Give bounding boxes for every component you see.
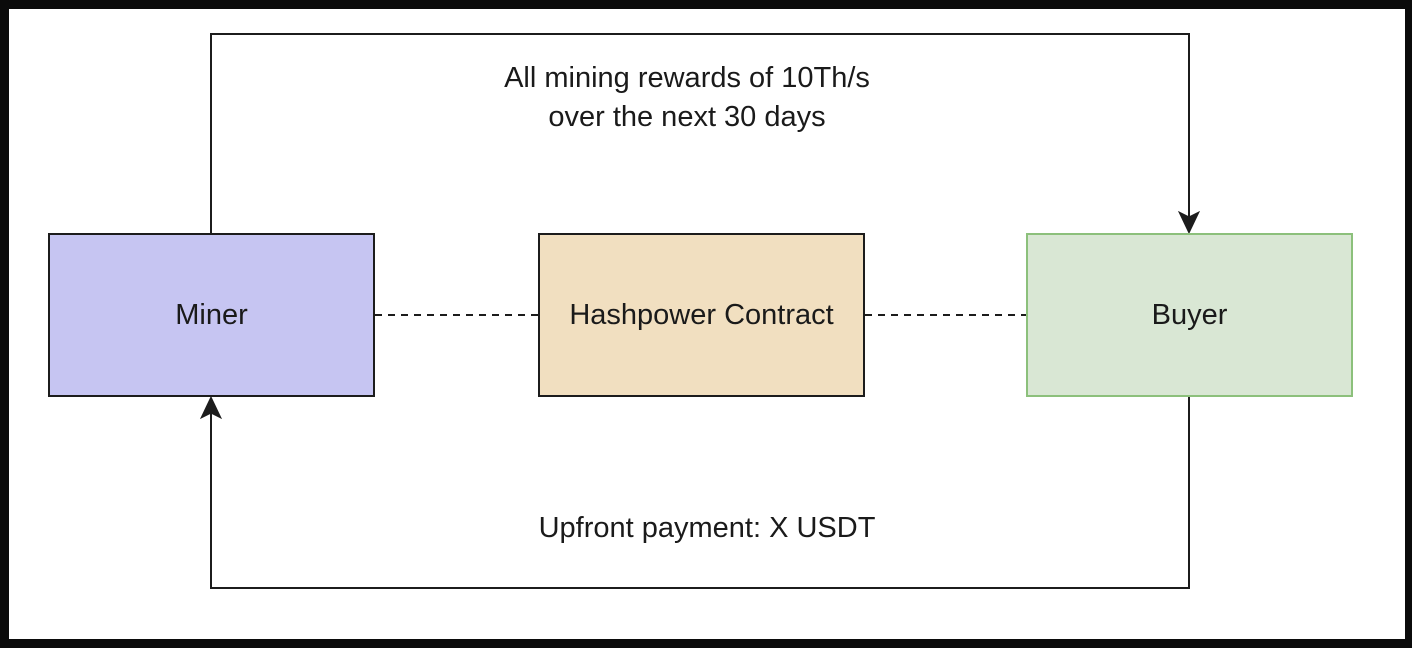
miner-label: Miner <box>175 298 248 331</box>
rewards-edge <box>210 33 1190 233</box>
diagram-connectors <box>199 33 1201 589</box>
miner-node: Miner <box>48 233 375 397</box>
rewards-arrowhead <box>1177 210 1201 235</box>
payment-edge <box>210 397 1190 589</box>
rewards-label: All mining rewards of 10Th/s over the ne… <box>449 59 925 137</box>
contract-label: Hashpower Contract <box>569 298 834 331</box>
payment-label-text: Upfront payment: X USDT <box>538 512 876 544</box>
rewards-label-line1: All mining rewards of 10Th/s <box>504 62 870 94</box>
rewards-label-line2: over the next 30 days <box>548 101 826 133</box>
payment-label: Upfront payment: X USDT <box>489 509 925 548</box>
diagram-canvas: Miner Hashpower Contract Buyer All minin… <box>9 9 1405 639</box>
buyer-node: Buyer <box>1026 233 1353 397</box>
hashpower-contract-node: Hashpower Contract <box>538 233 865 397</box>
payment-arrowhead <box>199 395 223 420</box>
buyer-label: Buyer <box>1151 298 1228 331</box>
